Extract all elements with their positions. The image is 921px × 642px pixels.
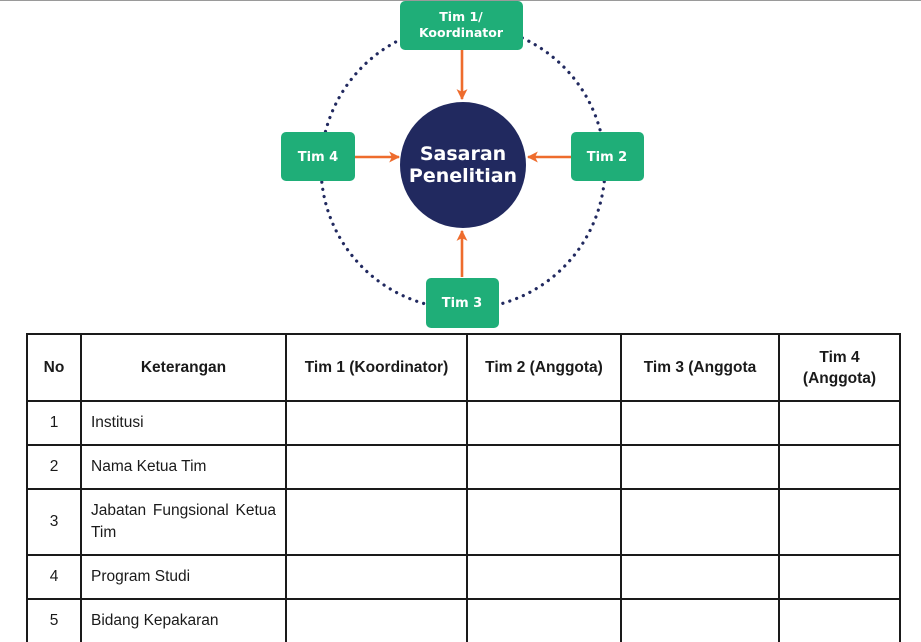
node-tim-1-line-1: Tim 1/ [439, 9, 483, 24]
center-node [400, 102, 526, 228]
node-tim-3-label: Tim 3 [442, 296, 482, 311]
header-no: No [26, 333, 82, 402]
node-tim-4-label: Tim 4 [298, 150, 338, 165]
table-row: 4 Program Studi [26, 554, 901, 600]
center-label-line-2: Penelitian [409, 165, 517, 187]
cell-no: 1 [26, 400, 82, 446]
header-tim-4: Tim 4 (Anggota) [778, 333, 901, 402]
cell-tim-4[interactable] [778, 444, 901, 490]
cell-tim-3[interactable] [620, 400, 780, 446]
cell-no: 2 [26, 444, 82, 490]
top-rule [0, 0, 921, 1]
node-tim-3 [426, 278, 499, 328]
table-row: 5 Bidang Kepakaran [26, 598, 901, 642]
node-tim-4 [281, 132, 355, 181]
cell-tim-3[interactable] [620, 444, 780, 490]
table-row: 1 Institusi [26, 400, 901, 446]
cell-tim-1[interactable] [285, 400, 468, 446]
node-tim-1 [400, 1, 523, 50]
cell-no: 5 [26, 598, 82, 642]
header-tim-4-line-2: (Anggota) [802, 369, 877, 387]
cell-tim-3[interactable] [620, 554, 780, 600]
cell-tim-4[interactable] [778, 598, 901, 642]
cell-keterangan: Jabatan Fungsional Ketua Tim [80, 488, 287, 556]
header-tim-2: Tim 2 (Anggota) [466, 333, 622, 402]
cell-keterangan: Nama Ketua Tim [80, 444, 287, 490]
team-diagram: Sasaran Penelitian Tim 1/ Koordinator Ti… [281, 1, 644, 328]
cell-tim-1[interactable] [285, 598, 468, 642]
cell-no: 3 [26, 488, 82, 556]
header-tim-3: Tim 3 (Anggota [620, 333, 780, 402]
node-tim-1-line-2: Koordinator [419, 25, 504, 40]
node-tim-2 [571, 132, 644, 181]
cell-tim-2[interactable] [466, 598, 622, 642]
table-row: 3 Jabatan Fungsional Ketua Tim [26, 488, 901, 556]
center-label-line-1: Sasaran [420, 143, 506, 165]
cell-tim-4[interactable] [778, 488, 901, 556]
cell-tim-2[interactable] [466, 400, 622, 446]
cell-tim-1[interactable] [285, 444, 468, 490]
cell-tim-3[interactable] [620, 488, 780, 556]
cell-tim-4[interactable] [778, 554, 901, 600]
cell-tim-3[interactable] [620, 598, 780, 642]
cell-tim-1[interactable] [285, 488, 468, 556]
cell-keterangan: Bidang Kepakaran [80, 598, 287, 642]
team-table: No Keterangan Tim 1 (Koordinator) Tim 2 … [26, 333, 901, 642]
cell-tim-4[interactable] [778, 400, 901, 446]
cell-no: 4 [26, 554, 82, 600]
header-keterangan: Keterangan [80, 333, 287, 402]
table-row: 2 Nama Ketua Tim [26, 444, 901, 490]
header-tim-1: Tim 1 (Koordinator) [285, 333, 468, 402]
table-header-row: No Keterangan Tim 1 (Koordinator) Tim 2 … [26, 333, 901, 402]
cell-keterangan: Institusi [80, 400, 287, 446]
cell-tim-1[interactable] [285, 554, 468, 600]
header-tim-4-line-1: Tim 4 [819, 348, 860, 366]
node-tim-2-label: Tim 2 [587, 150, 627, 165]
cell-tim-2[interactable] [466, 444, 622, 490]
cell-keterangan: Program Studi [80, 554, 287, 600]
cell-tim-2[interactable] [466, 554, 622, 600]
cell-tim-2[interactable] [466, 488, 622, 556]
